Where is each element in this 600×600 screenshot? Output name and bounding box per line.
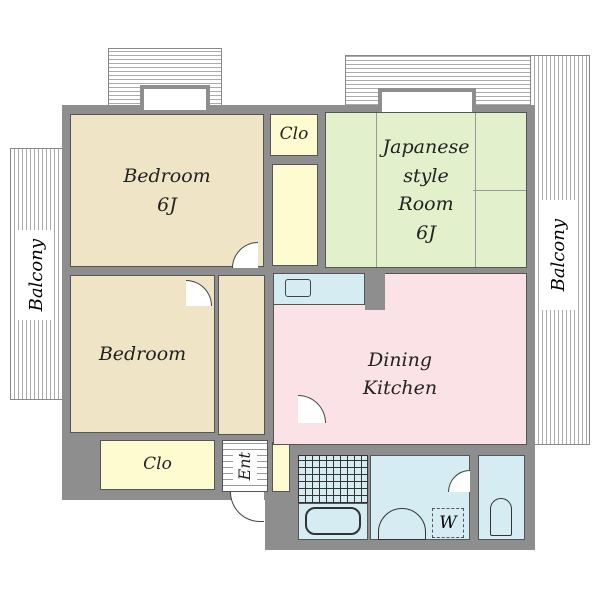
bedroom-6j-size: 6J [157,193,177,216]
bedroom-2-label: Bedroom [98,342,187,365]
door-entrance[interactable] [230,492,264,522]
closet-top: Clo [270,114,318,156]
closet-bottom: Clo [100,440,215,490]
bathtub-icon [305,507,361,535]
toilet-icon [490,498,512,536]
entrance-label: Ent [233,451,257,481]
japanese-label-2: style [403,164,449,187]
hallway [218,275,265,435]
closet-top-label: Clo [279,124,309,145]
dining-label-2: Kitchen [362,377,438,399]
column [365,272,385,310]
closet-storage [272,164,318,266]
bay-top-right [378,88,476,113]
bedroom-6j: Bedroom 6J [70,114,264,267]
closet-bottom-label: Clo [143,454,172,475]
washer-space: W [432,508,464,538]
balcony-left-label: Balcony [18,230,54,320]
balcony-right-text: Balcony [547,218,569,292]
balcony-right-label: Balcony [540,200,576,310]
washer-label: W [439,513,457,533]
shoe-cabinet [272,442,290,492]
bath-tile-floor [298,455,368,503]
kitchen-counter [273,273,365,305]
balcony-left-text: Balcony [25,238,47,312]
entrance: Ent [222,440,268,492]
bedroom-6j-label: Bedroom [123,165,211,187]
toilet-room [478,455,525,540]
japanese-label-3: Room [398,193,454,215]
dining-label-1: Dining [367,348,432,371]
bay-top-left [140,85,210,110]
japanese-label-1: Japanese [382,136,470,158]
sink-icon [285,279,311,297]
japanese-size: 6J [416,221,436,244]
